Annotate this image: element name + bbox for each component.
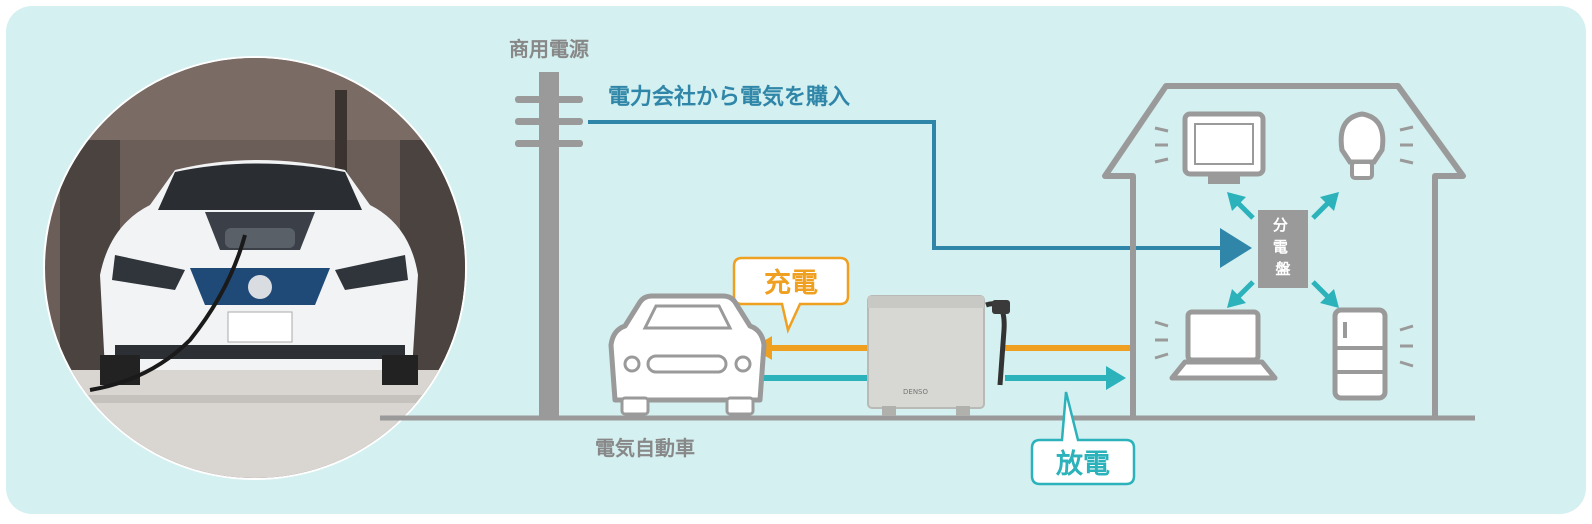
purchase-line [588, 120, 1252, 268]
discharge-callout [1030, 391, 1136, 486]
utility-pole [515, 72, 583, 420]
power-source-label: 商用電源 [509, 37, 589, 61]
device-brand-text: DENSO [903, 388, 928, 396]
discharge-label: 放電 [1055, 448, 1110, 480]
house [1102, 83, 1466, 418]
charge-callout [732, 256, 850, 334]
charge-label: 充電 [764, 267, 818, 299]
refrigerator-icon [1332, 307, 1414, 401]
distribution-panel [1258, 210, 1308, 288]
v2h-charger-device [867, 295, 1010, 416]
discharge-flow [748, 366, 1126, 390]
distribution-arrows [1227, 192, 1339, 308]
tv-icon [1154, 111, 1266, 184]
laptop-icon [1154, 309, 1278, 381]
ev-photo [43, 56, 467, 480]
light-bulb-icon [1338, 111, 1414, 180]
ev-label: 電気自動車 [595, 436, 695, 460]
panel-label: 分 電 盤 [1273, 216, 1293, 278]
purchase-label: 電力会社から電気を購入 [608, 84, 850, 110]
ev-car-icon [608, 293, 767, 416]
